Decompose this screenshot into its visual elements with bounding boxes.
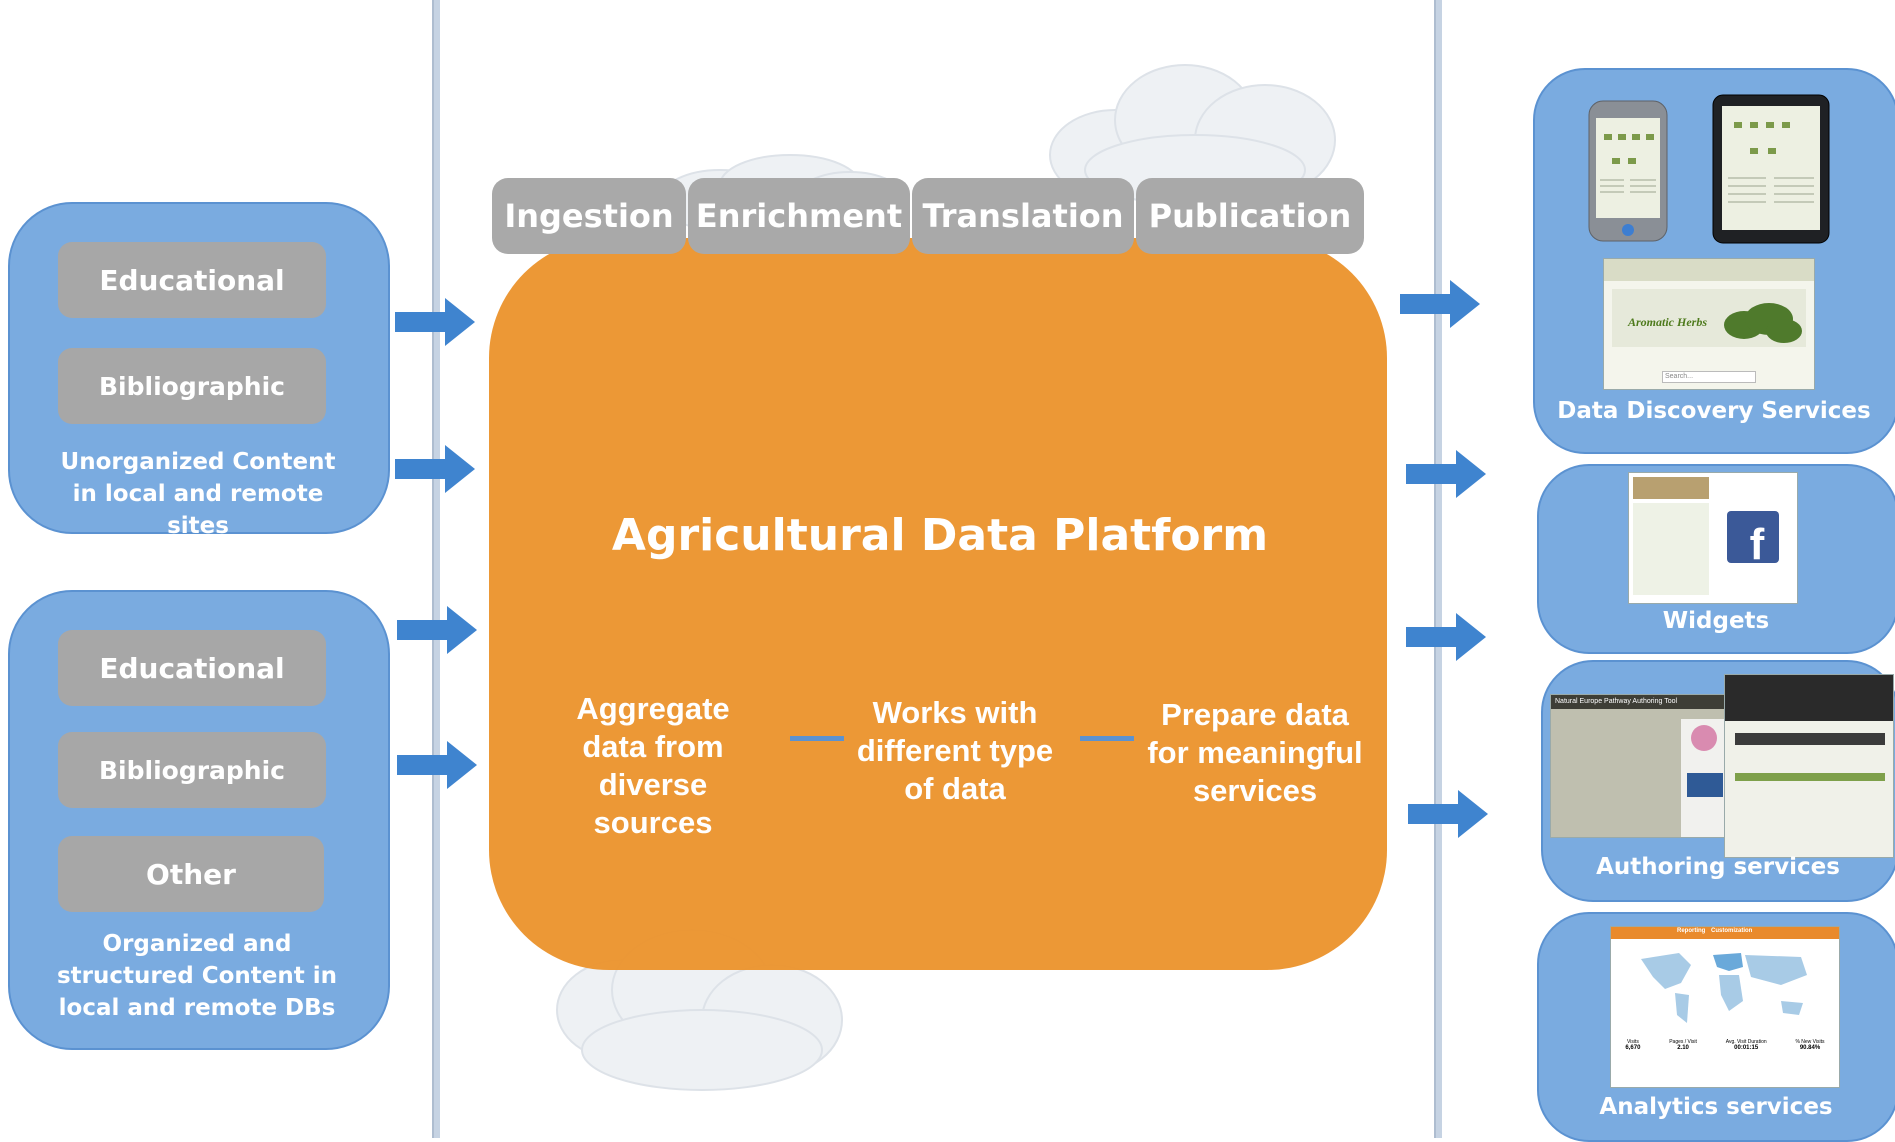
authoring-tool-title: Natural Europe Pathway Authoring Tool [1551, 695, 1735, 709]
preview-green-bar [1735, 773, 1885, 781]
herbs-image [1724, 303, 1802, 343]
stat-visits: Visits 6,670 [1625, 1039, 1640, 1051]
arrow-out-3 [1406, 613, 1486, 661]
analytics-screenshot: Reporting Customization Visits 6,670 Pag… [1610, 926, 1840, 1088]
analytics-caption: Analytics services [1599, 1094, 1833, 1120]
stat-pages-per-visit: Pages / Visit 2.10 [1669, 1039, 1697, 1051]
authoring-preview-screenshot [1724, 674, 1894, 858]
website-screenshot: Aromatic Herbs Search... [1603, 258, 1815, 390]
stat-new-visits-label: % New Visits [1795, 1039, 1825, 1045]
feature-works-with: Works with different type of data [856, 695, 1054, 806]
analytics-stats: Visits 6,670 Pages / Visit 2.10 Avg. Vis… [1611, 1039, 1839, 1051]
stage-publication: Publication [1136, 178, 1364, 254]
website-banner-title: Aromatic Herbs [1628, 315, 1708, 329]
source-educational: Educational [58, 630, 326, 706]
arrow-out-1 [1400, 280, 1480, 328]
phone-mockup [1588, 100, 1668, 242]
arrow-in-3 [397, 606, 477, 654]
stat-visits-value: 6,670 [1625, 1045, 1641, 1051]
source-educational: Educational [58, 242, 326, 318]
stage-ingestion: Ingestion [492, 178, 686, 254]
website-search-input[interactable]: Search... [1662, 371, 1756, 383]
arrow-in-4 [397, 741, 477, 789]
stat-new-visits-value: 90.84% [1799, 1045, 1821, 1051]
arrow-out-4 [1408, 790, 1488, 838]
source-organized-caption: Organized and structured Content in loca… [56, 931, 338, 1021]
feature-connector-1 [790, 736, 844, 741]
widget-header-image [1633, 477, 1709, 499]
arrow-in-2 [395, 445, 475, 493]
feature-prepare: Prepare data for meaningful services [1147, 697, 1363, 808]
data-discovery-caption: Data Discovery Services [1557, 398, 1871, 424]
authoring-caption: Authoring services [1596, 854, 1840, 880]
arrow-in-1 [395, 298, 475, 346]
source-bibliographic: Bibliographic [58, 348, 326, 424]
platform-box [489, 238, 1387, 970]
source-bibliographic: Bibliographic [58, 732, 326, 808]
stat-visits-label: Visits [1626, 1039, 1639, 1045]
arrow-out-2 [1406, 450, 1486, 498]
authoring-sky-image [1687, 773, 1723, 797]
stat-new-visits: % New Visits 90.84% [1795, 1039, 1824, 1051]
source-other: Other [58, 836, 324, 912]
left-divider-line [432, 0, 440, 1138]
stat-pages-per-visit-value: 2.10 [1677, 1045, 1689, 1051]
stage-enrichment: Enrichment [688, 178, 910, 254]
wolf-image [1725, 675, 1893, 721]
authoring-flower-image [1691, 725, 1717, 751]
authoring-screenshot: Natural Europe Pathway Authoring Tool [1550, 694, 1735, 838]
source-unorganized-caption: Unorganized Content in local and remote … [60, 449, 336, 539]
stat-avg-visit-duration-label: Avg. Visit Duration [1725, 1039, 1767, 1045]
feature-aggregate: Aggregate data from diverse sources [576, 691, 730, 840]
svg-text:f: f [1750, 520, 1765, 563]
facebook-icon[interactable]: f [1727, 511, 1779, 563]
analytics-tab-customization[interactable]: Customization [1711, 928, 1753, 934]
world-map [1641, 953, 1807, 1023]
website-header [1604, 259, 1814, 281]
tablet-mockup [1712, 94, 1830, 244]
widget-list [1633, 503, 1709, 595]
feature-connector-2 [1080, 736, 1134, 741]
stat-pages-per-visit-label: Pages / Visit [1669, 1039, 1697, 1045]
analytics-tab-bar [1611, 927, 1839, 939]
analytics-tab-reporting[interactable]: Reporting [1677, 928, 1706, 934]
preview-thumbnails [1735, 733, 1885, 745]
widget-screenshot: f [1628, 472, 1798, 604]
stat-avg-visit-duration: Avg. Visit Duration 00:01:15 [1726, 1039, 1767, 1051]
widgets-caption: Widgets [1662, 608, 1770, 634]
stage-translation: Translation [912, 178, 1134, 254]
stat-avg-visit-duration-value: 00:01:15 [1734, 1045, 1759, 1051]
right-divider-line [1434, 0, 1442, 1138]
platform-title: Agricultural Data Platform [611, 510, 1269, 561]
